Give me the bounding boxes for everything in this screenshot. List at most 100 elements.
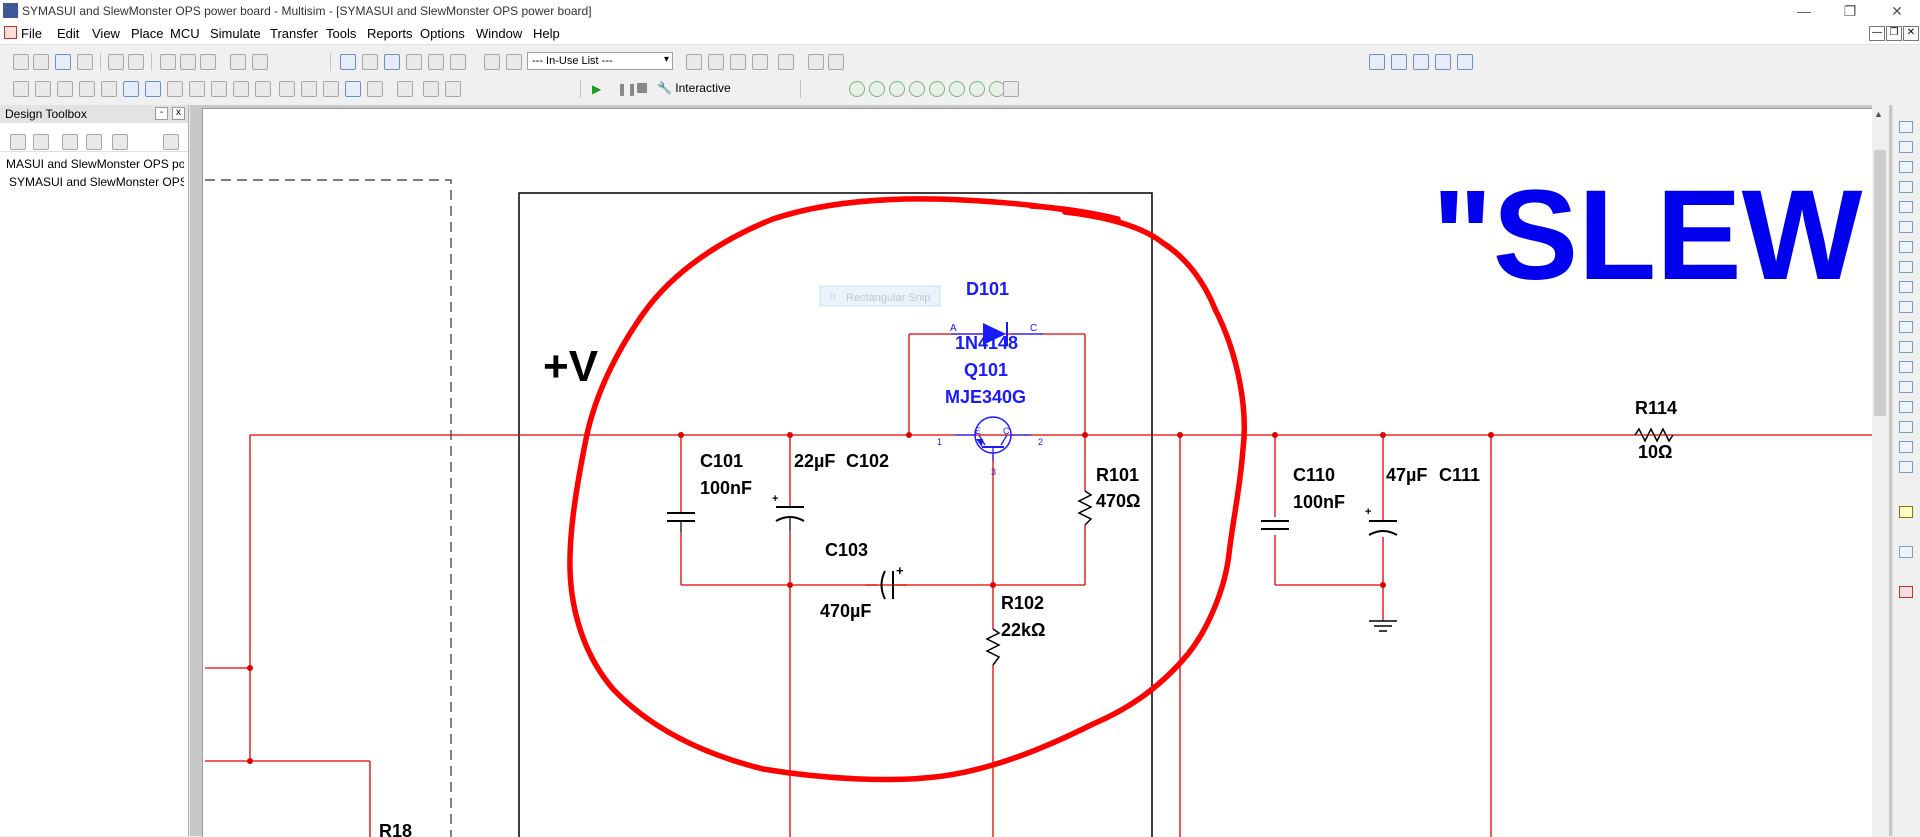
spectrum-analyzer-icon[interactable]: [1899, 361, 1913, 373]
erc-icon[interactable]: [686, 54, 702, 70]
probe-digital-icon[interactable]: [949, 81, 965, 97]
pause-simulation-icon[interactable]: ❚❚: [617, 82, 638, 96]
place-bus-icon[interactable]: [445, 81, 461, 97]
document-icon[interactable]: [4, 26, 17, 39]
mdi-minimize-button[interactable]: —: [1869, 26, 1885, 41]
zoom-sheet-icon[interactable]: [1435, 54, 1451, 70]
toggle-full-screen-icon[interactable]: [340, 54, 356, 70]
menu-file[interactable]: File: [21, 26, 42, 41]
database-manager-icon[interactable]: [484, 54, 500, 70]
probe-voltage-icon[interactable]: [849, 81, 865, 97]
probe-differential-icon[interactable]: [909, 81, 925, 97]
word-generator-icon[interactable]: [1899, 261, 1913, 273]
paste-icon[interactable]: [200, 54, 216, 70]
tree-item-sheet[interactable]: SYMASUI and SlewMonster OPS p: [9, 175, 184, 189]
back-annotate-icon[interactable]: [730, 54, 746, 70]
bode-plotter-icon[interactable]: [1899, 221, 1913, 233]
menu-place[interactable]: Place: [131, 26, 164, 41]
probe-power-icon[interactable]: [889, 81, 905, 97]
place-analog-icon[interactable]: [101, 81, 117, 97]
menu-view[interactable]: View: [92, 26, 120, 41]
run-simulation-icon[interactable]: ▶: [592, 82, 602, 96]
probe-current-icon[interactable]: [869, 81, 885, 97]
hide-show-icon[interactable]: [163, 134, 179, 150]
place-misc-icon[interactable]: [255, 81, 271, 97]
close-button[interactable]: ✕: [1891, 3, 1903, 19]
menu-help[interactable]: Help: [533, 26, 560, 41]
menu-transfer[interactable]: Transfer: [270, 26, 318, 41]
new-folder-icon[interactable]: [62, 134, 78, 150]
menu-mcu[interactable]: MCU: [170, 26, 200, 41]
erc-dropdown-icon[interactable]: [708, 54, 724, 70]
labview-instrument-icon[interactable]: [1899, 506, 1913, 518]
oscilloscope-icon[interactable]: [1899, 181, 1913, 193]
open-folder-icon[interactable]: [33, 54, 49, 70]
tektronix-oscilloscope-icon[interactable]: [1899, 461, 1913, 473]
menu-window[interactable]: Window: [476, 26, 523, 41]
frequency-counter-icon[interactable]: [1899, 241, 1913, 253]
zoom-in-icon[interactable]: [1369, 54, 1385, 70]
menu-simulate[interactable]: Simulate: [210, 26, 261, 41]
scroll-up-icon[interactable]: ▲: [1874, 109, 1883, 119]
in-use-list-dropdown[interactable]: --- In-Use List ---▾: [527, 52, 673, 70]
distortion-analyzer-icon[interactable]: [1899, 341, 1913, 353]
place-source-icon[interactable]: [13, 81, 29, 97]
toolbox-close-button[interactable]: x: [172, 107, 185, 120]
postprocessor-icon[interactable]: [428, 54, 444, 70]
restore-button[interactable]: ❐: [1843, 3, 1857, 19]
ni-elvis-icon[interactable]: [1899, 546, 1913, 558]
multisim-app-icon[interactable]: [3, 3, 18, 18]
zoom-area-icon[interactable]: [1413, 54, 1429, 70]
delete-icon[interactable]: [112, 134, 128, 150]
new-sheet-icon[interactable]: [86, 134, 102, 150]
place-ttl-icon[interactable]: [123, 81, 139, 97]
function-generator-icon[interactable]: [1899, 141, 1913, 153]
logic-converter-icon[interactable]: [1899, 281, 1913, 293]
iv-analyzer-icon[interactable]: [1899, 321, 1913, 333]
place-mcu-icon[interactable]: [397, 81, 413, 97]
place-transistor-icon[interactable]: [79, 81, 95, 97]
hierarchy-icon[interactable]: [506, 54, 522, 70]
spreadsheet-view-icon[interactable]: [362, 54, 378, 70]
probe-voltage-current-icon[interactable]: [969, 81, 985, 97]
four-channel-oscilloscope-icon[interactable]: [1899, 201, 1913, 213]
place-indicator-icon[interactable]: [211, 81, 227, 97]
cut-icon[interactable]: [160, 54, 176, 70]
place-rf-icon[interactable]: [301, 81, 317, 97]
place-electromechanical-icon[interactable]: [323, 81, 339, 97]
open-sample-icon[interactable]: [55, 54, 71, 70]
agilent-generator-icon[interactable]: [1899, 401, 1913, 413]
place-ni-component-icon[interactable]: [345, 81, 361, 97]
tree-item-design[interactable]: MASUI and SlewMonster OPS pow: [6, 157, 184, 171]
menu-tools[interactable]: Tools: [326, 26, 357, 41]
forward-annotate-icon[interactable]: [752, 54, 768, 70]
component-wizard-icon[interactable]: [450, 54, 466, 70]
full-screen-icon[interactable]: [1457, 54, 1473, 70]
sim-toolbar-icon[interactable]: [384, 54, 400, 70]
mdi-close-button[interactable]: ✕: [1903, 26, 1919, 41]
find-examples-icon[interactable]: [778, 54, 794, 70]
current-probe-icon[interactable]: [1899, 586, 1913, 598]
place-cmos-icon[interactable]: [145, 81, 161, 97]
redo-icon[interactable]: [252, 54, 268, 70]
menu-edit[interactable]: Edit: [57, 26, 80, 41]
minimize-button[interactable]: —: [1797, 3, 1811, 19]
agilent-multimeter-icon[interactable]: [1899, 421, 1913, 433]
menu-options[interactable]: Options: [420, 26, 465, 41]
network-analyzer-icon[interactable]: [1899, 381, 1913, 393]
print-icon[interactable]: [108, 54, 124, 70]
place-connector-icon[interactable]: [367, 81, 383, 97]
save-icon[interactable]: [77, 54, 93, 70]
undo-icon[interactable]: [230, 54, 246, 70]
place-diode-icon[interactable]: [57, 81, 73, 97]
schematic-sheet[interactable]: + +: [202, 108, 1873, 837]
grapher-icon[interactable]: [406, 54, 422, 70]
gear-icon[interactable]: [1003, 81, 1019, 97]
probe-reference-icon[interactable]: [929, 81, 945, 97]
toolbox-pin-button[interactable]: -: [155, 107, 168, 120]
zoom-out-icon[interactable]: [1391, 54, 1407, 70]
place-advanced-peripherals-icon[interactable]: [279, 81, 295, 97]
interactive-mode-button[interactable]: 🔧 Interactive: [657, 81, 731, 95]
new-file-icon[interactable]: [13, 54, 29, 70]
wattmeter-icon[interactable]: [1899, 161, 1913, 173]
